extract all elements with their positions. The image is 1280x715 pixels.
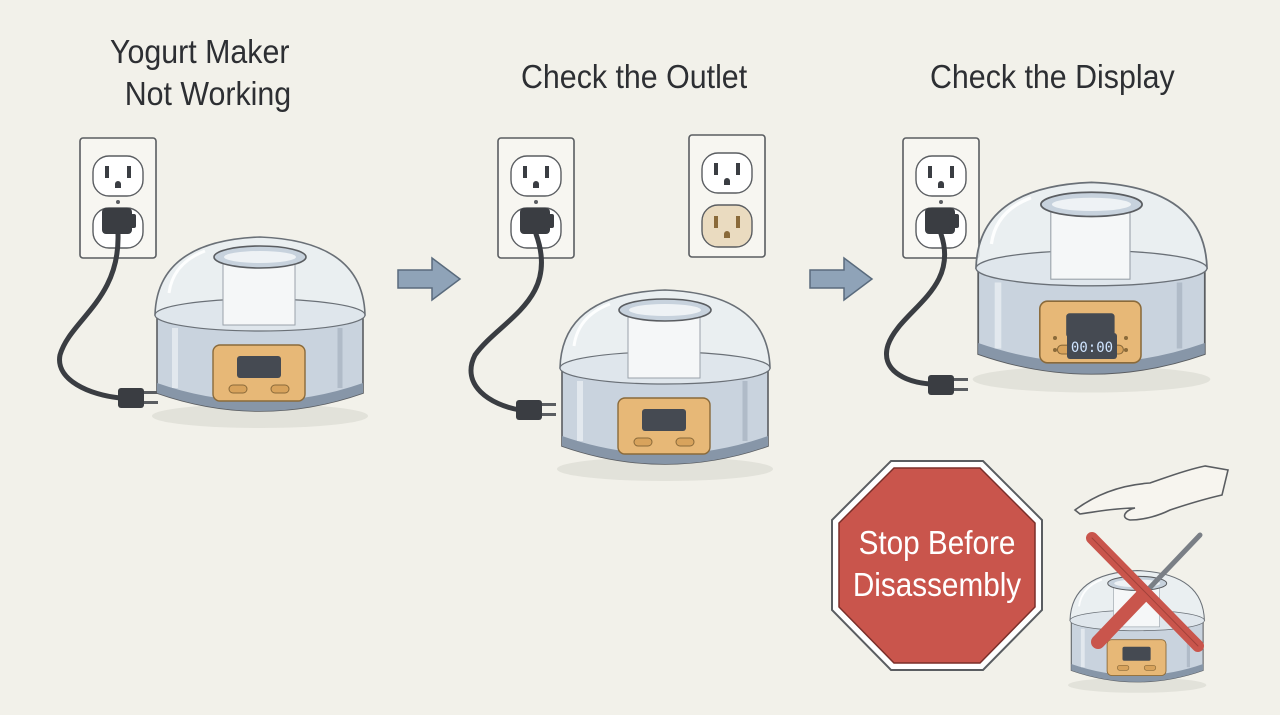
yogurt-maker-icon bbox=[557, 290, 773, 481]
panel-3-illustration: 00:00 bbox=[884, 137, 1211, 395]
test-outlet-icon bbox=[688, 134, 766, 258]
stop-sign-line1: Stop Before bbox=[858, 524, 1016, 561]
loose-plug-icon bbox=[118, 388, 158, 408]
digital-display: 00:00 bbox=[1053, 333, 1128, 359]
stop-sign-line2: Disassembly bbox=[852, 566, 1022, 603]
loose-plug-icon bbox=[928, 375, 968, 395]
plug-icon bbox=[925, 208, 959, 234]
plug-icon bbox=[102, 208, 136, 234]
yogurt-maker-icon bbox=[973, 182, 1211, 392]
stop-sign bbox=[831, 460, 1043, 671]
panel-2-title: Check the Outlet bbox=[521, 58, 748, 95]
arrow-right-icon bbox=[397, 257, 461, 301]
stop-sign-text: Stop Before Disassembly bbox=[843, 522, 1032, 606]
panel-1-title-line2: Not Working bbox=[124, 75, 292, 112]
arrow-right-icon bbox=[809, 257, 873, 301]
no-disassembly-illustration bbox=[1066, 465, 1229, 695]
loose-plug-icon bbox=[516, 400, 556, 420]
hand-icon bbox=[1073, 465, 1229, 521]
yogurt-maker-icon bbox=[152, 237, 368, 428]
panel-1-title-line1: Yogurt Maker bbox=[110, 33, 290, 70]
prohibited-x-icon bbox=[1086, 532, 1204, 652]
panel-2-illustration bbox=[468, 134, 773, 481]
panel-1-title: Yogurt Maker Not Working bbox=[110, 31, 291, 115]
power-cord bbox=[884, 231, 948, 387]
power-cord bbox=[57, 231, 123, 401]
screwdriver-icon bbox=[1091, 532, 1203, 649]
panel-1-illustration bbox=[57, 137, 368, 428]
display-readout: 00:00 bbox=[1071, 340, 1113, 356]
plug-icon bbox=[520, 208, 554, 234]
power-cord bbox=[468, 231, 544, 413]
panel-3-title: Check the Display bbox=[930, 58, 1175, 95]
